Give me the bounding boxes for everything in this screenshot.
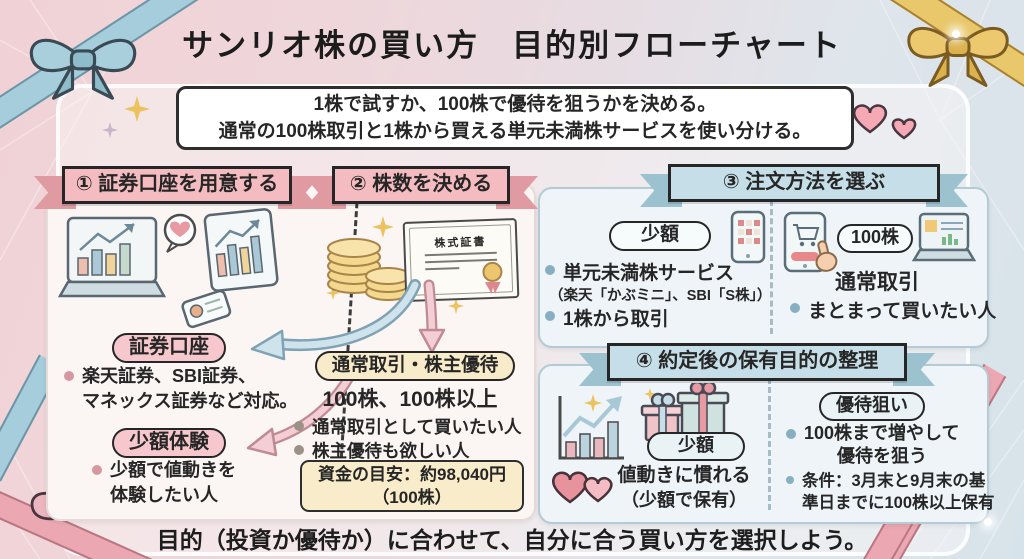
small-hold-line1: 値動きに慣れる	[617, 465, 751, 486]
devices-illustration	[57, 208, 279, 329]
page-title: サンリオ株の買い方 目的別フローチャート	[182, 28, 842, 63]
seal-ribbon-tails	[485, 282, 501, 295]
step2-ribbon: ② 株数を決める	[304, 166, 538, 209]
small-hold-line2: （少額で保有）	[621, 490, 747, 510]
divider-step4	[768, 378, 771, 510]
step3-ribbon: ③ 注文方法を選ぶ	[640, 164, 968, 207]
s2-bullet1: 通常取引として買いたい人	[294, 414, 521, 439]
small-trial-line2: 体験したい人	[110, 485, 218, 505]
small-hold-caption: 値動きに慣れる （少額で保有）	[608, 464, 760, 512]
hearts-top-icon	[852, 104, 917, 140]
fractional-bullet2: 1株から取引	[545, 304, 669, 331]
fractional-note: （楽天「かぶミニ」、SBI「S株」）	[549, 288, 772, 304]
fractional-bullet1: 単元未満株サービス	[545, 258, 734, 285]
regular-trade-pill: 通常取引・株主優待	[315, 351, 515, 381]
perk-bullet1: 100株まで増やして 優待を狙う	[786, 422, 960, 468]
certificate-line	[425, 267, 460, 271]
perk-bullet2: 条件：3月末と9月末の基 準日までに100株以上保有	[786, 470, 995, 514]
bullet-dot	[545, 265, 555, 275]
hand-cursor-icon	[815, 240, 838, 272]
glow-dot	[952, 30, 960, 38]
budget-line1: 資金の目安：約98,040円	[318, 465, 506, 484]
small-trial-text: 少額で値動きを 体験したい人	[110, 458, 236, 508]
fractional-bullet1-text: 単元未満株サービス	[563, 263, 735, 284]
s2-bullet1-text: 通常取引として買いたい人	[312, 417, 522, 437]
smartphone-icon	[181, 289, 232, 329]
step4-ribbon: ④ 約定後の保有目的の整理	[579, 343, 935, 386]
budget-box: 資金の目安：約98,040円 （100株）	[300, 460, 524, 512]
bullet-dot	[545, 311, 555, 321]
certificate-title: 株式証書	[434, 236, 487, 250]
small-hold-pill: 少額	[647, 432, 745, 461]
subtitle-line1: 1株で試すか、100株で優待を狙うかを決める。	[313, 94, 717, 115]
bullet-dot	[92, 465, 102, 475]
regular-pill: 100株	[837, 224, 913, 253]
perk-bullet2-line1: 条件：3月末と9月末の基	[802, 472, 986, 490]
step3-header: ③ 注文方法を選ぶ	[668, 164, 940, 202]
perk-bullet1-line1: 100株まで増やして	[804, 423, 960, 443]
gift-boxes-icon	[640, 383, 730, 442]
fractional-pill: 少額	[609, 221, 711, 251]
gold-bow-icon	[907, 27, 1009, 87]
account-bullet-text: 楽天証券、SBI証券、 マネックス証券など対応。	[82, 364, 297, 414]
perk-bullet2-line2: 準日までに100株以上保有	[802, 494, 995, 512]
cart-phone-icon	[783, 211, 827, 273]
account-bullet-line2: マネックス証券など対応。	[82, 391, 298, 411]
step1-header: ① 証券口座を用意する	[62, 166, 292, 204]
step4-header: ④ 約定後の保有目的の整理	[607, 343, 907, 381]
step2-header: ② 株数を決める	[332, 166, 510, 204]
bullet-dot	[790, 303, 800, 313]
divider-step3	[770, 200, 773, 334]
regular-bullet-text: まとまって買いたい人	[808, 301, 997, 322]
bullet-dot	[294, 421, 304, 431]
blue-bow-icon	[29, 38, 137, 100]
growth-chart-icon	[558, 396, 624, 460]
perk-bullet1-text: 100株まで増やして 優待を狙う	[804, 422, 960, 468]
certificate-border: 株式証書	[408, 224, 514, 296]
laptop-icon	[912, 212, 976, 262]
perk-bullet1-line2: 優待を狙う	[837, 446, 927, 466]
account-bullet-line1: 楽天証券、SBI証券、	[82, 366, 257, 386]
small-trial-pill: 少額体験	[112, 428, 226, 458]
regular-label: 通常取引	[835, 271, 919, 294]
regular-bullet: まとまって買いたい人	[790, 296, 996, 323]
budget-line2: （100株）	[372, 488, 452, 507]
hearts-icon	[552, 471, 613, 504]
account-pill: 証券口座	[112, 333, 226, 363]
subtitle-line2: 通常の100株取引と1株から買える単元未満株サービスを使い分ける。	[218, 121, 812, 142]
glow-dot	[984, 518, 992, 526]
seal-rosette-icon	[482, 261, 503, 283]
perk-bullet2-text: 条件：3月末と9月末の基 準日までに100株以上保有	[802, 470, 995, 514]
shares-line: 100株、100株以上	[322, 388, 498, 411]
small-trial-line1: 少額で値動きを	[110, 460, 236, 480]
bullet-dot	[64, 371, 74, 381]
footer-message: 目的（投資か優待か）に合わせて、自分に合う買い方を選択しよう。	[156, 527, 868, 553]
bullet-dot	[294, 445, 304, 455]
fractional-bullet2-text: 1株から取引	[563, 309, 669, 330]
certificate-line	[424, 251, 497, 257]
tablet-chart-icon	[203, 208, 279, 292]
account-bullet: 楽天証券、SBI証券、 マネックス証券など対応。	[64, 364, 297, 414]
small-trial-bullet: 少額で値動きを 体験したい人	[92, 458, 236, 508]
perk-aim-pill: 優待狙い	[819, 392, 925, 421]
subtitle-box: 1株で試すか、100株で優待を狙うかを決める。 通常の100株取引と1株から買え…	[176, 86, 854, 150]
bullet-dot	[786, 476, 794, 484]
step1-ribbon: ① 証券口座を用意する	[34, 166, 320, 209]
bullet-dot	[786, 429, 796, 439]
app-phone-icon	[730, 210, 766, 264]
stock-certificate-icon: 株式証書	[402, 218, 520, 302]
